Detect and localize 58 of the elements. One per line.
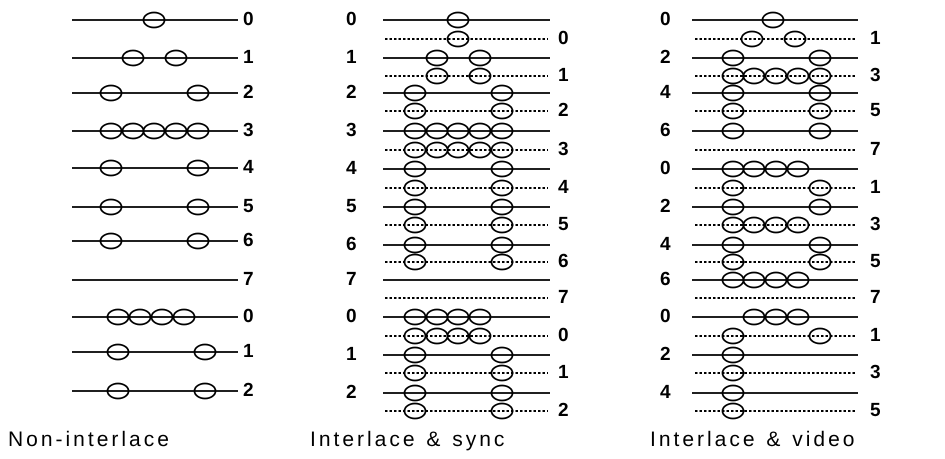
line-number: 0 [243, 307, 254, 327]
line-number: 5 [346, 197, 357, 217]
line-number: 6 [243, 231, 254, 251]
line-number: 7 [870, 288, 881, 308]
line-number: 3 [346, 121, 357, 141]
line-number: 3 [243, 121, 254, 141]
line-number: 1 [346, 345, 357, 365]
line-number: 4 [660, 235, 671, 255]
line-number: 6 [346, 235, 357, 255]
line-number: 0 [558, 326, 569, 346]
line-number: 1 [558, 363, 569, 383]
column-caption: Non-interlace [8, 428, 172, 452]
line-number: 3 [870, 66, 881, 86]
line-number: 2 [243, 381, 254, 401]
line-number: 5 [870, 101, 881, 121]
line-number: 0 [660, 307, 671, 327]
line-number: 6 [660, 270, 671, 290]
line-number: 0 [346, 10, 357, 30]
line-number: 1 [870, 178, 881, 198]
column-caption: Interlace & sync [310, 428, 508, 452]
line-number: 5 [558, 215, 569, 235]
line-number: 1 [870, 326, 881, 346]
line-number: 1 [243, 342, 254, 362]
line-number: 4 [660, 383, 671, 403]
line-number: 2 [558, 101, 569, 121]
line-number: 1 [870, 29, 881, 49]
line-number: 0 [558, 29, 569, 49]
line-number: 5 [870, 401, 881, 421]
line-number: 4 [660, 83, 671, 103]
column-caption: Interlace & video [650, 428, 858, 452]
line-number: 7 [346, 270, 357, 290]
line-number: 4 [243, 158, 254, 178]
line-number: 2 [243, 83, 254, 103]
line-number: 1 [558, 66, 569, 86]
line-number: 7 [558, 288, 569, 308]
line-number: 4 [346, 159, 357, 179]
line-number: 4 [558, 178, 569, 198]
line-number: 0 [243, 10, 254, 30]
line-number: 3 [558, 140, 569, 160]
line-number: 1 [243, 48, 254, 68]
line-number: 2 [660, 48, 671, 68]
line-number: 6 [660, 121, 671, 141]
line-number: 2 [660, 345, 671, 365]
line-number: 0 [660, 10, 671, 30]
line-number: 5 [243, 197, 254, 217]
line-number: 0 [346, 307, 357, 327]
line-number: 2 [346, 83, 357, 103]
line-number: 3 [870, 363, 881, 383]
line-number: 0 [660, 159, 671, 179]
line-number: 6 [558, 252, 569, 272]
line-number: 1 [346, 48, 357, 68]
line-number: 5 [870, 252, 881, 272]
line-number: 2 [558, 401, 569, 421]
line-number: 2 [660, 197, 671, 217]
line-number: 3 [870, 215, 881, 235]
line-number: 2 [346, 383, 357, 403]
line-number: 7 [870, 140, 881, 160]
line-number: 7 [243, 270, 254, 290]
